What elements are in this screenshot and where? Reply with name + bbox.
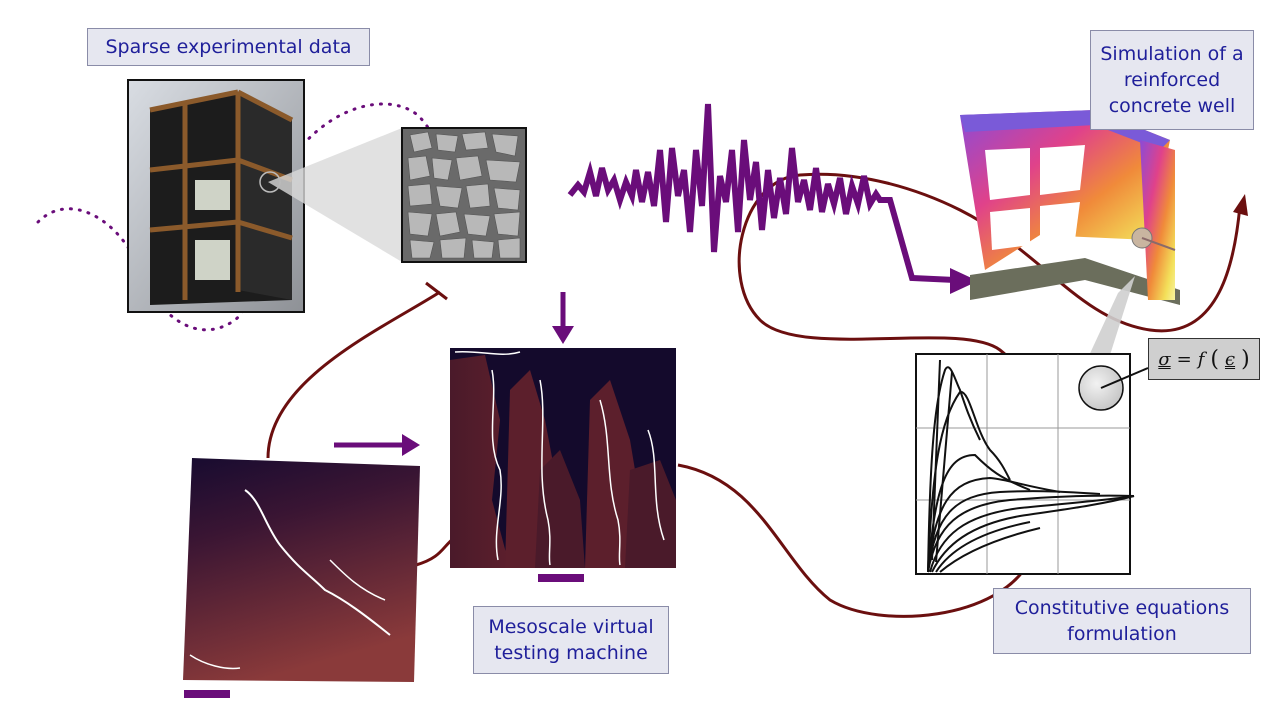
formula-equals: = xyxy=(1176,348,1192,370)
formula-sigma: σ xyxy=(1158,348,1171,370)
label-simulation-line1: Simulation of a xyxy=(1100,43,1244,65)
label-simulation-line2: reinforced xyxy=(1123,69,1221,91)
formula-epsilon: ϵ xyxy=(1224,348,1236,370)
signal-arrowhead xyxy=(950,268,978,294)
zoom-cone xyxy=(268,128,402,262)
formula-func: f xyxy=(1197,348,1205,370)
label-constitutive-line1: Constitutive equations xyxy=(1014,597,1230,619)
connector-curve-loop xyxy=(677,172,1242,618)
connector-curve-left xyxy=(266,290,441,459)
sample-2-scale-bar xyxy=(538,574,584,582)
label-simulation: Simulation of a reinforced concrete well xyxy=(1090,30,1254,130)
formula-box: σ = f ( ϵ ) xyxy=(1148,338,1260,380)
formula-paren-close: ) xyxy=(1241,346,1250,372)
label-constitutive: Constitutive equations formulation xyxy=(993,588,1251,654)
label-sparse-data: Sparse experimental data xyxy=(87,28,370,66)
constitutive-plot xyxy=(915,353,1149,575)
sample-1-scale-bar xyxy=(184,690,230,698)
sample-arrow-head xyxy=(402,434,420,456)
mesostructure-tile xyxy=(401,127,527,263)
simulation-building xyxy=(960,110,1180,305)
arrowhead-right xyxy=(1233,194,1248,216)
sample-2 xyxy=(450,348,676,582)
seismic-signal xyxy=(567,103,956,283)
zoom-cone-plot xyxy=(1080,276,1135,375)
label-mesoscale-line1: Mesoscale virtual xyxy=(488,616,654,638)
experimental-photo xyxy=(127,79,305,313)
sample-1 xyxy=(183,458,420,698)
label-mesoscale-line2: testing machine xyxy=(494,642,648,664)
label-simulation-line3: concrete well xyxy=(1108,95,1236,117)
label-constitutive-line2: formulation xyxy=(1067,623,1177,645)
connector-tick xyxy=(425,281,448,301)
down-arrow-head xyxy=(552,326,574,344)
label-sparse-data-text: Sparse experimental data xyxy=(105,36,352,58)
label-mesoscale: Mesoscale virtual testing machine xyxy=(473,606,669,674)
zoom-circle xyxy=(259,171,281,193)
formula-paren-open: ( xyxy=(1210,346,1219,372)
